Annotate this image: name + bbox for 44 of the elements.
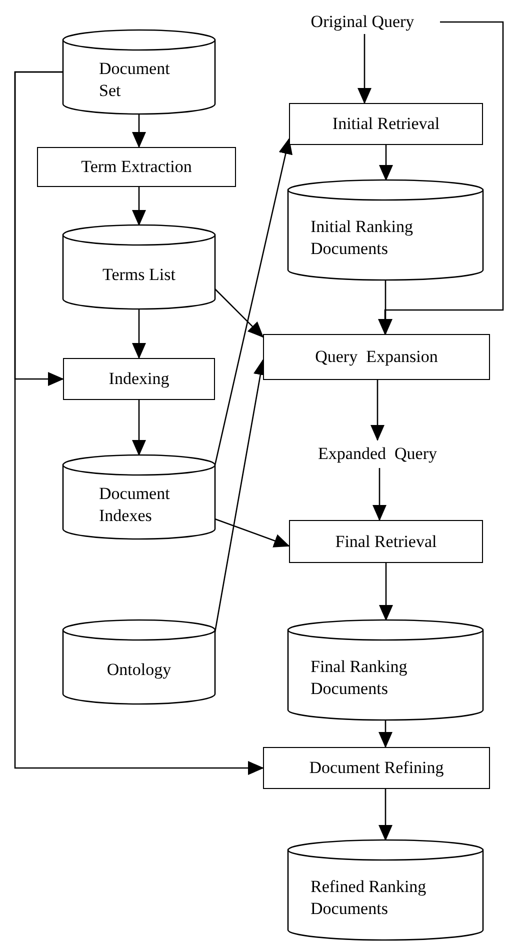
- arrow: [214, 138, 292, 466]
- process-box: [37, 147, 236, 187]
- database-cylinder: [63, 455, 215, 539]
- node-label: Ontology: [106, 659, 172, 681]
- arrow: [132, 114, 146, 148]
- node-label: Document Set: [99, 58, 171, 102]
- database-cylinder: [63, 225, 215, 309]
- node-label: Refined Ranking Documents: [310, 876, 428, 920]
- arrow: [132, 309, 146, 359]
- query-text: Original Query: [285, 10, 440, 34]
- database-cylinder: [288, 620, 483, 720]
- node-label: Document Refining: [309, 757, 444, 779]
- database-cylinder: [288, 180, 483, 280]
- node-label: Document Indexes: [99, 483, 171, 527]
- arrow: [214, 288, 264, 338]
- database-cylinder: [288, 840, 483, 940]
- process-box: [63, 358, 215, 400]
- arrow: [358, 34, 372, 104]
- arrow: [379, 145, 393, 181]
- node-label: Final Ranking Documents: [310, 656, 408, 700]
- arrow: [132, 187, 146, 226]
- node-label: Initial Retrieval: [332, 113, 440, 135]
- query-text: Expanded Query: [285, 440, 470, 468]
- arrow: [379, 563, 393, 621]
- process-box: [289, 103, 483, 145]
- node-label: Term Extraction: [81, 156, 192, 178]
- arrow: [370, 380, 384, 441]
- node-label: Initial Ranking Documents: [310, 216, 414, 260]
- node-label: Final Retrieval: [335, 530, 437, 552]
- arrow: [378, 720, 392, 748]
- arrow: [378, 789, 392, 841]
- database-cylinder: [63, 620, 215, 704]
- arrow: [372, 468, 386, 521]
- database-cylinder: [63, 30, 215, 114]
- process-box: [263, 747, 490, 789]
- node-label: Indexing: [108, 368, 170, 390]
- node-label: Terms List: [102, 264, 176, 286]
- arrow: [14, 71, 264, 775]
- process-box: [263, 334, 490, 380]
- arrow: [378, 21, 504, 335]
- arrow: [132, 400, 146, 456]
- arrow: [214, 518, 290, 548]
- node-label: Query Expansion: [315, 346, 438, 368]
- process-box: [289, 520, 483, 563]
